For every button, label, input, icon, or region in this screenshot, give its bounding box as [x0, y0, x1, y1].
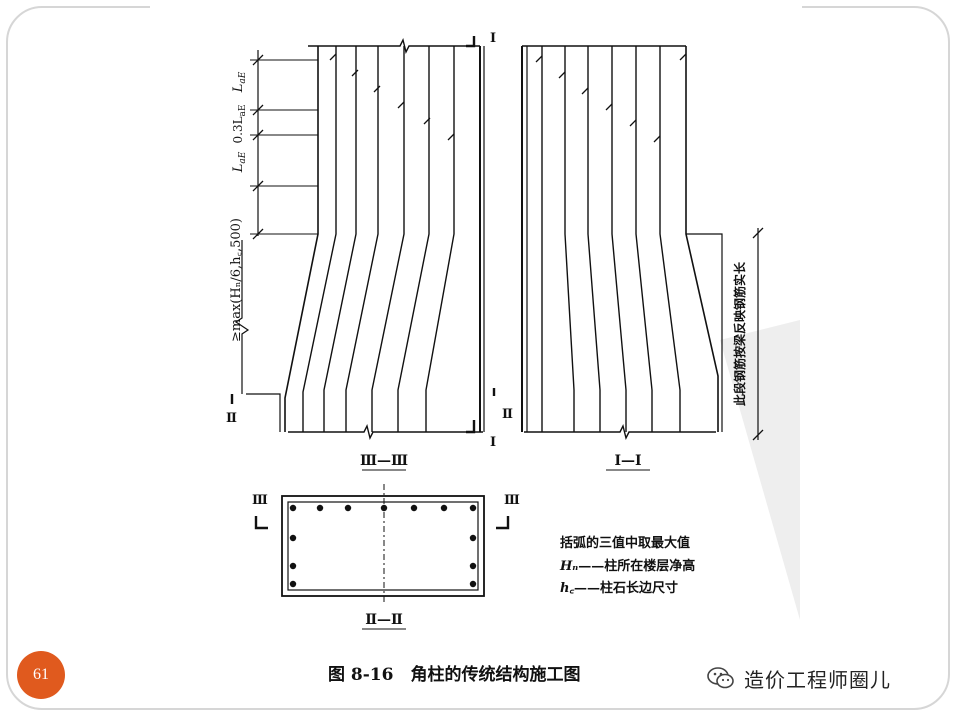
marker-ii-left: Ⅱ	[226, 411, 237, 426]
rebar-line	[611, 46, 627, 432]
rebar-line	[323, 46, 357, 432]
page-number-badge: 61	[17, 651, 65, 699]
legend-hn: Hₙ——柱所在楼层净高	[559, 558, 695, 574]
legend-hc: h꜀——柱石长边尺寸	[560, 580, 678, 596]
plan-section	[254, 484, 510, 604]
section-label-iii: Ⅲ—Ⅲ	[360, 453, 408, 469]
figure-caption: 图 8-16 角柱的传统结构施工图	[328, 664, 580, 685]
dim-lae-1: LaE	[231, 71, 248, 93]
svg-text:0.3LaE: 0.3LaE	[231, 105, 248, 144]
wechat-watermark: 造价工程师圈儿	[706, 661, 891, 695]
left-elevation	[230, 36, 496, 441]
marker-iii-left: Ⅲ	[252, 493, 268, 508]
rebar-line	[425, 46, 455, 432]
right-elevation	[521, 45, 764, 441]
rebar-line	[635, 46, 653, 432]
marker-i-bottom: Ⅰ	[490, 435, 496, 450]
marker-iii-right: Ⅲ	[504, 493, 520, 508]
dim-main-text: ≥max(Hₙ/6,h꜀,500)	[229, 218, 244, 342]
dim-03lae: 0.3LaE	[231, 105, 248, 144]
section-label-ii: Ⅱ—Ⅱ	[365, 612, 403, 628]
frame-gap	[150, 0, 802, 40]
rebar-line	[397, 46, 430, 432]
rebar-line	[371, 46, 405, 432]
watermark-text: 造价工程师圈儿	[744, 667, 891, 692]
rebar-line	[564, 46, 575, 432]
legend-title: 括弧的三值中取最大值	[560, 535, 690, 551]
rebar-line	[345, 46, 379, 432]
rebar-dots	[289, 504, 477, 588]
svg-text:LaE: LaE	[231, 151, 248, 173]
wechat-icon	[707, 667, 734, 689]
svg-text:LaE: LaE	[231, 71, 248, 93]
marker-ii-right: Ⅱ	[502, 407, 513, 422]
legend: 括弧的三值中取最大值 Hₙ——柱所在楼层净高 h꜀——柱石长边尺寸	[559, 535, 695, 596]
background-watermark-shape	[720, 320, 800, 620]
section-label-i: Ⅰ—Ⅰ	[614, 453, 641, 469]
rebar-line	[659, 46, 681, 432]
rebar-line	[587, 46, 601, 432]
dim-lae-2: LaE	[231, 151, 248, 173]
marker-i-top: Ⅰ	[490, 31, 496, 46]
rebar-line	[302, 46, 337, 432]
dim-right-text: 此段钢筋按梁反映钢筋实长	[732, 261, 747, 406]
